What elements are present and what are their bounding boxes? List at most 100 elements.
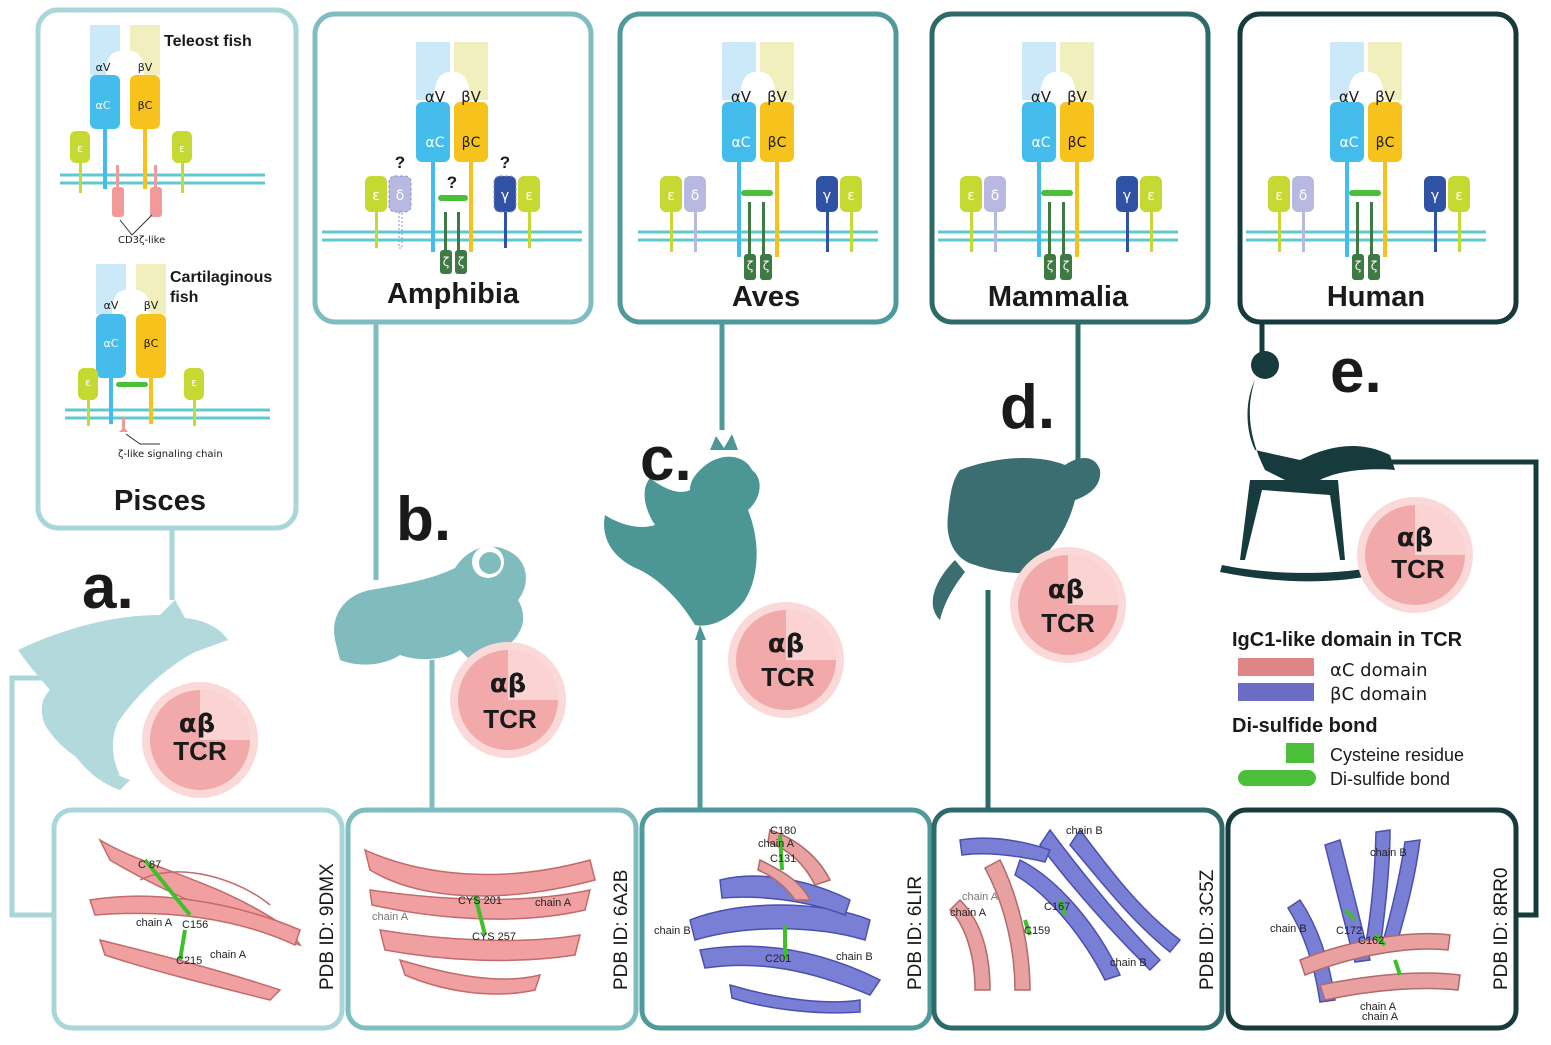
cartilaginous-label-2: fish — [170, 289, 198, 306]
mammalia-label: Mammalia — [988, 281, 1129, 313]
amph-res-3: CYS 257 — [472, 931, 516, 943]
mamm-res-1: chain A — [962, 891, 999, 903]
cart-eps-2: ε — [191, 376, 197, 389]
amph-eps-1: ε — [372, 188, 380, 204]
legend-cys-swatch — [1286, 743, 1314, 763]
cd3z-like-label: CD3ζ-like — [118, 235, 165, 246]
legend-disulfide-label: Di-sulfide bond — [1330, 769, 1450, 789]
pisces-res-0: C 87 — [138, 859, 161, 871]
cart-bc: βC — [144, 337, 159, 350]
human-panel — [1237, 11, 1519, 325]
mammalia-structure-panel — [931, 807, 1225, 1031]
aves-res-3: C201 — [765, 953, 791, 965]
pdb-amphibia: PDB ID: 6A2B — [611, 870, 632, 990]
amphibia-panel — [312, 11, 594, 325]
pdb-mammalia: PDB ID: 3C5Z — [1197, 869, 1218, 990]
amphibia-structure-panel — [345, 807, 639, 1031]
letter-b: b. — [396, 485, 451, 554]
human-res-2: C172 — [1336, 925, 1362, 937]
tcr-aves-line2: TCR — [761, 662, 815, 692]
human-silhouette — [1220, 351, 1395, 582]
amph-gamma: γ — [501, 188, 509, 204]
letter-c: c. — [640, 425, 692, 494]
teleost-diagram — [60, 25, 265, 236]
mamm-delta: δ — [991, 188, 1000, 204]
tcr-badge-mammalia — [1010, 547, 1126, 663]
tcr-aves-line1: αβ — [768, 629, 804, 659]
aves-bv: βV — [767, 88, 788, 106]
amph-res-0: chain A — [372, 911, 409, 923]
human-gamma: γ — [1431, 188, 1439, 204]
aves-zeta-1: ζ — [747, 259, 754, 273]
mamm-zeta-1: ζ — [1047, 259, 1054, 273]
tcr-badge-aves — [728, 602, 844, 718]
human-res-1: chain B — [1270, 923, 1307, 935]
teleost-av: αV — [96, 61, 111, 74]
aves-res-2: C131 — [770, 853, 796, 865]
rat-silhouette — [932, 458, 1101, 620]
human-eps-1: ε — [1275, 188, 1283, 204]
mammalia-panel — [929, 11, 1211, 325]
aves-bc: βC — [768, 135, 787, 151]
human-res-4: chain A — [1360, 1001, 1397, 1013]
legend-disulfide-swatch — [1238, 770, 1316, 786]
teleost-eps-1: ε — [77, 142, 83, 155]
mamm-ac: αC — [1031, 135, 1050, 151]
human-res-0: chain B — [1370, 847, 1407, 859]
aves-panel — [617, 11, 899, 325]
human-res-5: chain A — [1362, 1011, 1399, 1023]
legend-ac-label: αC domain — [1330, 660, 1428, 681]
human-bc: βC — [1376, 135, 1395, 151]
amph-eps-2: ε — [525, 188, 533, 204]
human-av: αV — [1339, 88, 1360, 106]
aves-res-4: chain B — [654, 925, 691, 937]
tcr-badge-amphibia — [450, 642, 566, 758]
tcr-mammalia-line1: αβ — [1048, 575, 1084, 605]
pisces-structure-panel — [51, 807, 345, 1031]
teleost-label: Teleost fish — [164, 33, 252, 50]
aves-eps-2: ε — [847, 188, 855, 204]
amph-ac: αC — [425, 135, 444, 151]
cartilaginous-diagram — [65, 264, 270, 445]
human-zeta-2: ζ — [1371, 259, 1378, 273]
human-bv: βV — [1375, 88, 1396, 106]
pisces-res-1: chain A — [136, 917, 173, 929]
shark-silhouette — [18, 600, 228, 790]
human-structure-panel — [1225, 807, 1519, 1031]
amph-bc: βC — [462, 135, 481, 151]
human-ac: αC — [1339, 135, 1358, 151]
cart-bv: βV — [144, 299, 159, 312]
legend-ac-swatch — [1238, 658, 1314, 676]
amph-res-1: CYS 201 — [458, 895, 502, 907]
aves-res-5: chain B — [836, 951, 873, 963]
mamm-res-2: chain A — [950, 907, 987, 919]
human-label: Human — [1327, 281, 1425, 313]
cartilaginous-label-1: Cartilaginous — [170, 269, 272, 286]
tcr-pisces-line2: TCR — [173, 736, 227, 766]
aves-structure-panel — [639, 807, 933, 1031]
aves-label: Aves — [732, 281, 800, 313]
zeta-like-label: ζ-like signaling chain — [118, 449, 223, 460]
amph-zeta-1: ζ — [443, 255, 450, 269]
rooster-silhouette — [604, 434, 760, 640]
pisces-label: Pisces — [114, 485, 206, 517]
cart-eps-1: ε — [85, 376, 91, 389]
human-res-3: C162 — [1358, 935, 1384, 947]
mamm-gamma: γ — [1123, 188, 1131, 204]
mamm-res-0: chain B — [1066, 825, 1103, 837]
tcr-amphibia-line1: αβ — [490, 669, 526, 699]
mamm-zeta-2: ζ — [1063, 259, 1070, 273]
aves-delta: δ — [691, 188, 700, 204]
aves-res-1: chain A — [758, 838, 795, 850]
human-delta: δ — [1299, 188, 1308, 204]
legend-title-domains: IgC1-like domain in TCR — [1232, 629, 1463, 651]
legend-cys-label: Cysteine residue — [1330, 745, 1464, 765]
teleost-ac: αC — [96, 99, 111, 112]
amph-av: αV — [425, 88, 446, 106]
connector-lines — [9, 322, 1539, 918]
amph-res-2: chain A — [535, 897, 572, 909]
legend-title-disulfide: Di-sulfide bond — [1232, 715, 1378, 737]
amph-question-2: ? — [447, 173, 457, 192]
